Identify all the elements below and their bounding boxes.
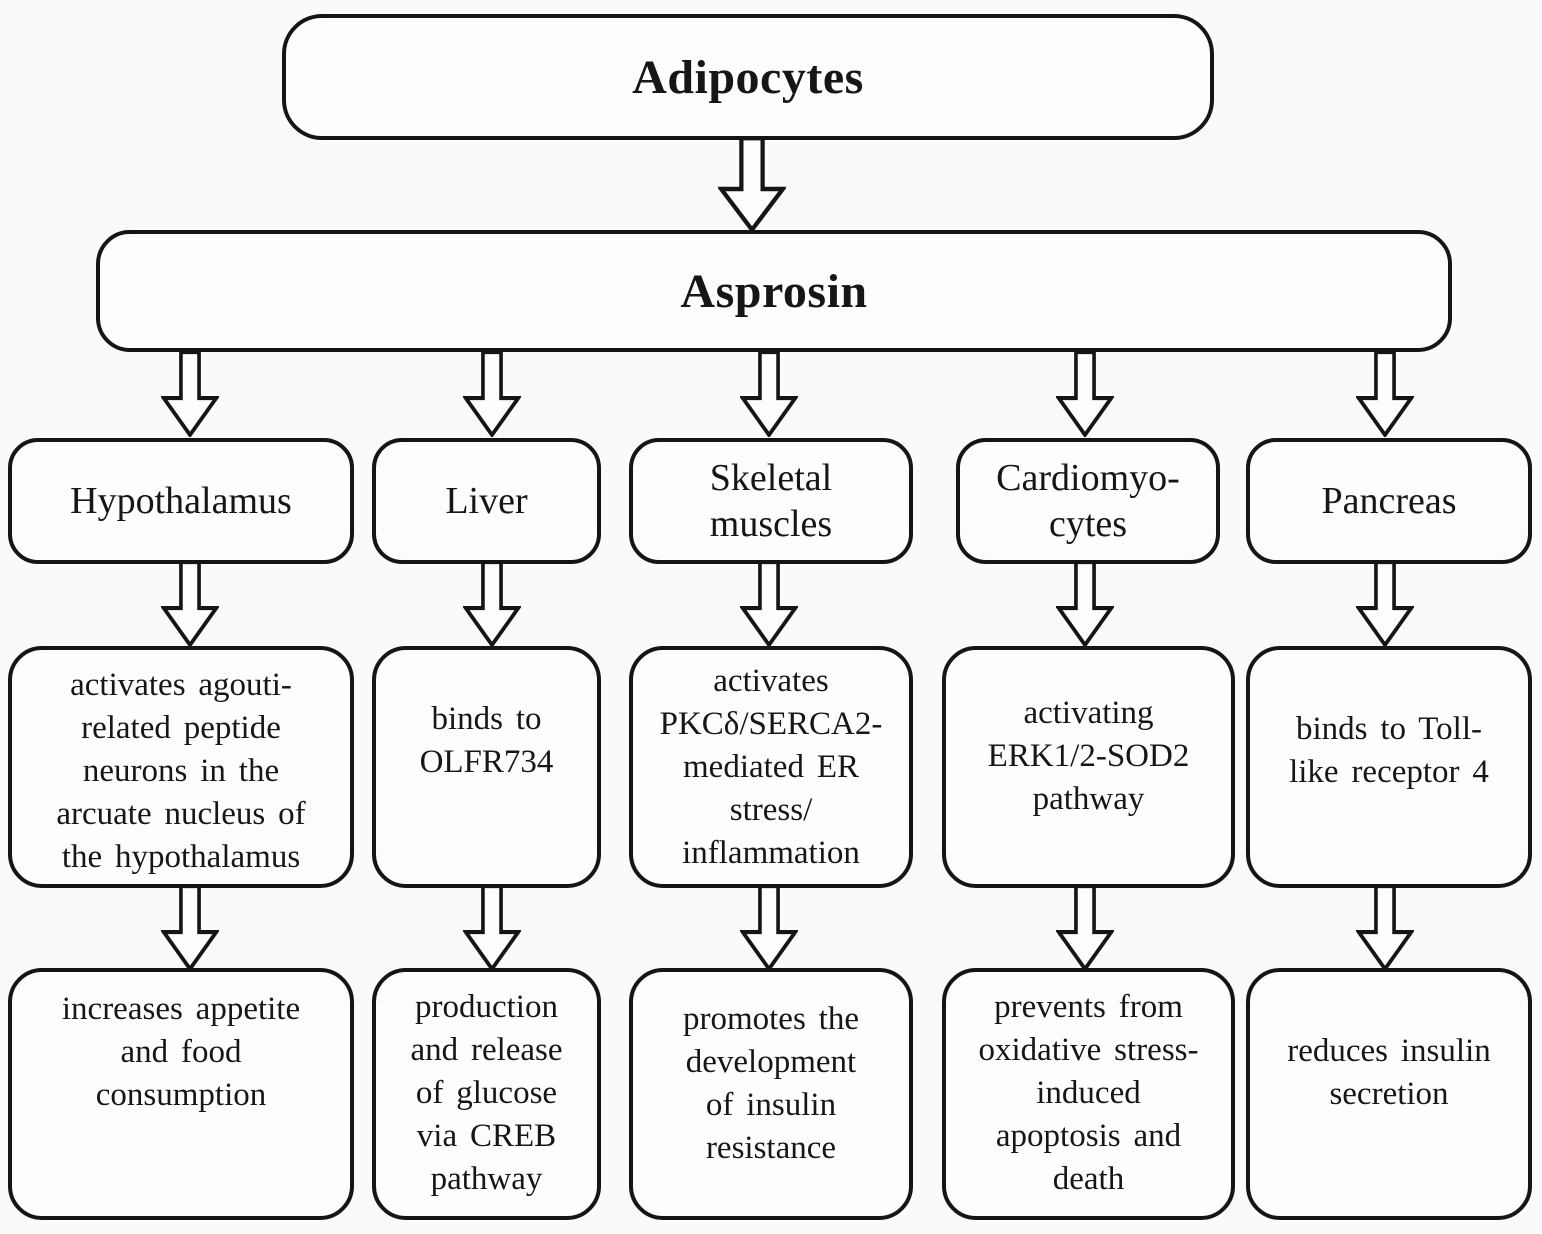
node-outcome-hypothalamus: increases appetite and food consumption <box>8 968 354 1220</box>
node-mechanism-hypothalamus: activates agouti- related peptide neuron… <box>8 646 354 888</box>
node-organ-cardiomyocytes: Cardiomyo- cytes <box>956 438 1220 564</box>
down-arrow-icon <box>740 885 798 971</box>
node-organ-skeletal-muscles: Skeletal muscles <box>629 438 913 564</box>
node-organ-liver: Liver <box>372 438 601 564</box>
down-arrow-icon <box>718 137 786 232</box>
node-mechanism-skeletal-muscles: activates PKCδ/SERCA2- mediated ER stres… <box>629 646 913 888</box>
node-mechanism-pancreas: binds to Toll- like receptor 4 <box>1246 646 1532 888</box>
node-adipocytes: Adipocytes <box>282 14 1214 140</box>
down-arrow-icon <box>161 561 219 647</box>
down-arrow-icon <box>1356 351 1414 437</box>
node-organ-hypothalamus: Hypothalamus <box>8 438 354 564</box>
down-arrow-icon <box>161 885 219 971</box>
down-arrow-icon <box>463 885 521 971</box>
node-outcome-skeletal-muscles: promotes the development of insulin resi… <box>629 968 913 1220</box>
node-mechanism-cardiomyocytes: activating ERK1/2-SOD2 pathway <box>942 646 1235 888</box>
down-arrow-icon <box>1356 561 1414 647</box>
down-arrow-icon <box>1056 351 1114 437</box>
node-outcome-cardiomyocytes: prevents from oxidative stress- induced … <box>942 968 1235 1220</box>
down-arrow-icon <box>740 351 798 437</box>
node-outcome-liver: production and release of glucose via CR… <box>372 968 601 1220</box>
node-asprosin: Asprosin <box>96 230 1452 352</box>
down-arrow-icon <box>740 561 798 647</box>
node-organ-pancreas: Pancreas <box>1246 438 1532 564</box>
down-arrow-icon <box>1056 885 1114 971</box>
down-arrow-icon <box>463 561 521 647</box>
node-mechanism-liver: binds to OLFR734 <box>372 646 601 888</box>
down-arrow-icon <box>161 351 219 437</box>
down-arrow-icon <box>1356 885 1414 971</box>
down-arrow-icon <box>463 351 521 437</box>
down-arrow-icon <box>1056 561 1114 647</box>
node-outcome-pancreas: reduces insulin secretion <box>1246 968 1532 1220</box>
